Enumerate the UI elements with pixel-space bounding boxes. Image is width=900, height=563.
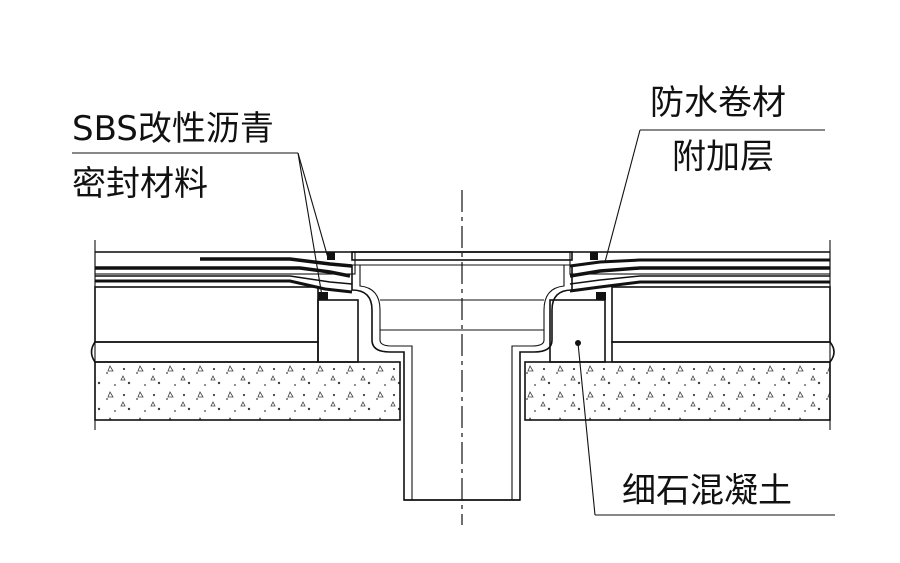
- left-layers: [90, 251, 401, 421]
- membrane-right: [569, 258, 830, 293]
- leader-membrane: [604, 129, 825, 263]
- right-layers: [524, 251, 835, 421]
- label-sbs-line2: 密封材料: [72, 164, 208, 204]
- label-sbs-line1: SBS改性沥青: [72, 109, 274, 149]
- sealant-dot-right: [596, 292, 606, 300]
- sealant-dot-left: [318, 292, 328, 300]
- right-concrete-block: [549, 299, 606, 363]
- sealant-dot-right-top: [590, 252, 598, 260]
- label-membrane-line1: 防水卷材: [650, 83, 786, 123]
- left-concrete-block: [317, 299, 359, 363]
- leader-sbs: [72, 152, 329, 297]
- membrane-left: [95, 257, 353, 294]
- label-concrete: 细石混凝土: [622, 471, 792, 511]
- sealant-dot-left-top: [327, 252, 335, 260]
- leader-concrete: [575, 340, 835, 516]
- label-membrane-line2: 附加层: [672, 137, 774, 177]
